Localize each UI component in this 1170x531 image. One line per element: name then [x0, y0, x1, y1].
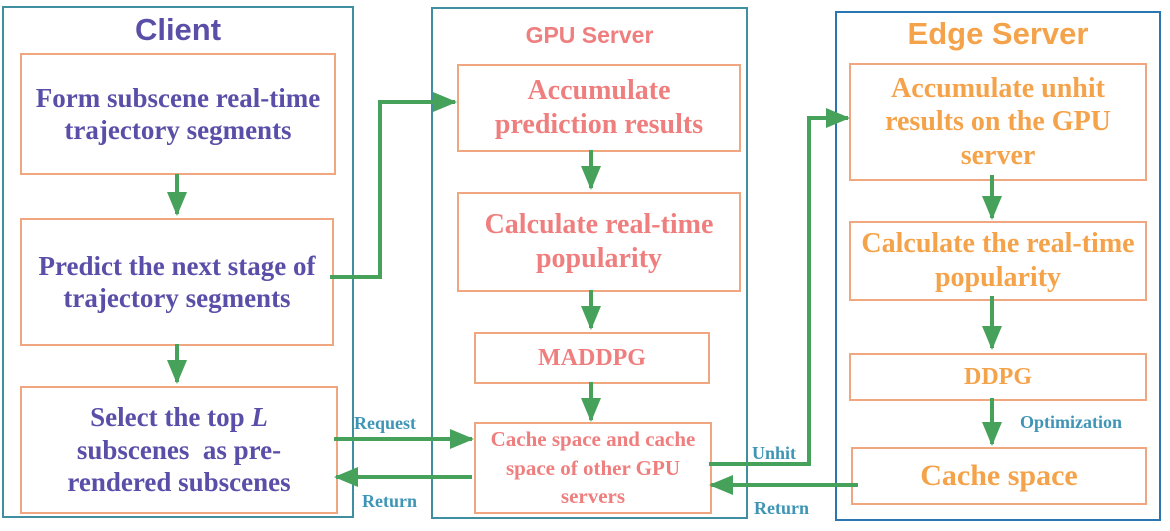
label-optimization: Optimization: [1020, 412, 1122, 432]
gpu-node-calculate-popularity: Calculate real-time popularity: [457, 192, 741, 292]
label-request: Request: [354, 413, 416, 433]
client-node-form-segments: Form subscene real-time trajectory segme…: [20, 53, 336, 175]
client-node-predict-next: Predict the next stage of trajectory seg…: [20, 218, 334, 346]
client-title: Client: [134, 12, 222, 47]
gpu-node-maddpg: MADDPG: [474, 332, 710, 384]
gpu-node-cache-space: Cache space and cache space of other GPU…: [474, 422, 712, 514]
edge-server-panel: Edge Server Accumulate unhit results on …: [835, 11, 1161, 521]
edge-node-ddpg: DDPG: [849, 353, 1147, 401]
label-return-edge: Return: [754, 498, 809, 518]
client-panel: Client Form subscene real-time trajector…: [2, 6, 354, 518]
edge-node-calculate-popularity: Calculate the real-time popularity: [849, 221, 1147, 301]
label-unhit: Unhit: [752, 443, 797, 463]
gpu-server-title: GPU Server: [525, 22, 654, 48]
edge-node-cache-space: Cache space: [851, 447, 1147, 505]
gpu-server-panel: GPU Server Accumulate prediction results…: [431, 7, 748, 519]
edge-server-title: Edge Server: [907, 16, 1089, 51]
edge-node-accumulate-unhit: Accumulate unhit results on the GPU serv…: [849, 63, 1147, 181]
gpu-node-accumulate-predictions: Accumulate prediction results: [457, 64, 741, 152]
label-return-client: Return: [362, 491, 417, 511]
